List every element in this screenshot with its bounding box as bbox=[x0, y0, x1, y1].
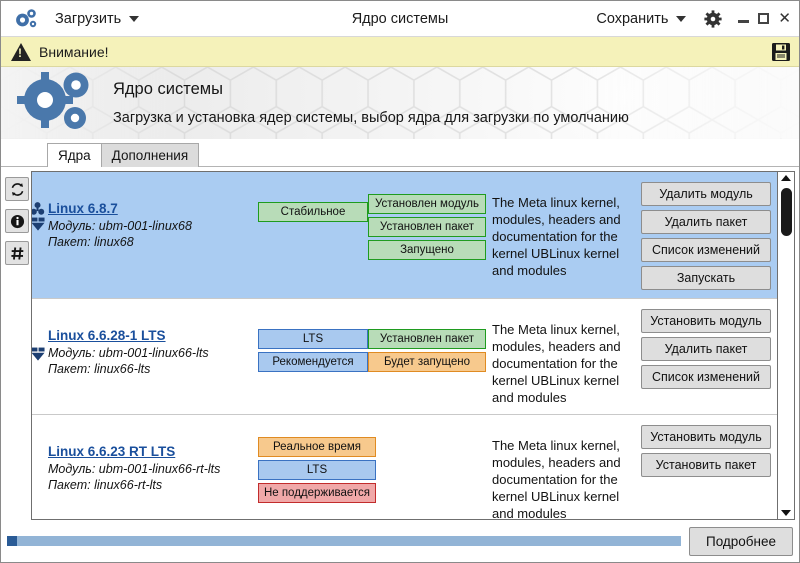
tab-bar: Ядра Дополнения bbox=[1, 139, 799, 168]
kernel-state-badges: Установлен пакет Будет запущено bbox=[368, 307, 486, 372]
kernel-package-label: Пакет: linux66-rt-lts bbox=[48, 478, 163, 492]
kernel-actions: Установить модуль Удалить пакет Список и… bbox=[641, 307, 771, 389]
install-module-button[interactable]: Установить модуль bbox=[641, 309, 771, 333]
kernel-list: Linux 6.8.7 Модуль: ubm-001-linux68 Паке… bbox=[32, 172, 777, 519]
warning-triangle-icon bbox=[11, 42, 31, 61]
kernel-actions: Установить модуль Установить пакет bbox=[641, 423, 771, 477]
title-bar-right: Сохранить bbox=[590, 8, 793, 30]
kernel-status-badges: Реальное время LTS Не поддерживается bbox=[258, 423, 376, 503]
status-badge: Установлен пакет bbox=[368, 329, 486, 349]
save-menu-label: Сохранить bbox=[596, 10, 669, 27]
settings-gear-icon[interactable] bbox=[704, 9, 723, 28]
status-badge: Реальное время bbox=[258, 437, 376, 457]
banner-title: Ядро системы bbox=[113, 80, 223, 98]
changelog-button[interactable]: Список изменений bbox=[641, 238, 771, 262]
kernel-status-badges: Стабильное bbox=[258, 180, 368, 222]
status-badge: Запущено bbox=[368, 240, 486, 260]
kernel-actions: Удалить модуль Удалить пакет Список изме… bbox=[641, 180, 771, 290]
chevron-down-icon bbox=[129, 15, 140, 22]
refresh-icon bbox=[11, 182, 23, 196]
app-gears-icon bbox=[13, 7, 39, 31]
hexagon-pattern-decoration bbox=[1, 67, 799, 139]
status-badge: Установлен пакет bbox=[368, 217, 486, 237]
maximize-icon[interactable] bbox=[758, 13, 770, 24]
package-icon bbox=[32, 217, 45, 231]
scroll-up-arrow-icon[interactable] bbox=[781, 175, 791, 181]
kernel-state-badges: Установлен модуль Установлен пакет Запущ… bbox=[368, 180, 486, 260]
changelog-button[interactable]: Список изменений bbox=[641, 365, 771, 389]
side-toolbar bbox=[3, 171, 31, 520]
banner-text-block: Ядро системы Загрузка и установка ядер с… bbox=[113, 80, 629, 126]
remove-package-button[interactable]: Удалить пакет bbox=[641, 337, 771, 361]
floppy-save-icon[interactable] bbox=[771, 42, 791, 62]
package-icon bbox=[32, 347, 45, 361]
status-badge: Рекомендуется bbox=[258, 352, 368, 372]
progress-bar-fill bbox=[7, 536, 17, 546]
kernel-status-badges: LTS Рекомендуется bbox=[258, 307, 368, 372]
table-row[interactable]: Linux 6.8.7 Модуль: ubm-001-linux68 Паке… bbox=[32, 172, 777, 299]
status-badge: Будет запущено bbox=[368, 352, 486, 372]
status-badge: Не поддерживается bbox=[258, 483, 376, 503]
minimize-icon[interactable] bbox=[738, 20, 750, 23]
hash-button[interactable] bbox=[5, 241, 29, 265]
remove-package-button[interactable]: Удалить пакет bbox=[641, 210, 771, 234]
kernel-list-frame: Linux 6.8.7 Модуль: ubm-001-linux68 Паке… bbox=[31, 171, 795, 520]
status-bar: Подробнее bbox=[1, 520, 799, 562]
run-button[interactable]: Запускать bbox=[641, 266, 771, 290]
main-body: Linux 6.8.7 Модуль: ubm-001-linux68 Паке… bbox=[1, 167, 799, 520]
kernel-name-link[interactable]: Linux 6.6.23 RT LTS bbox=[48, 444, 176, 459]
page-banner: Ядро системы Загрузка и установка ядер с… bbox=[1, 67, 799, 139]
vertical-scrollbar[interactable] bbox=[777, 172, 794, 519]
hash-icon bbox=[10, 246, 23, 260]
kernel-icons bbox=[32, 347, 48, 361]
kernel-package-label: Пакет: linux66-lts bbox=[48, 362, 151, 376]
window-controls: ✕ bbox=[738, 10, 791, 27]
tab-kernels[interactable]: Ядра bbox=[47, 143, 102, 168]
status-badge: LTS bbox=[258, 329, 368, 349]
kernel-name-link[interactable]: Linux 6.6.28-1 LTS bbox=[48, 328, 166, 343]
kernel-state-badges bbox=[376, 423, 486, 437]
info-icon bbox=[10, 214, 24, 228]
module-icon bbox=[32, 202, 45, 215]
chevron-down-icon bbox=[676, 15, 687, 22]
banner-gears-icon bbox=[15, 70, 101, 136]
kernel-module-label: Модуль: ubm-001-linux68 bbox=[48, 219, 192, 233]
install-module-button[interactable]: Установить модуль bbox=[641, 425, 771, 449]
refresh-button[interactable] bbox=[5, 177, 29, 201]
remove-module-button[interactable]: Удалить модуль bbox=[641, 182, 771, 206]
scroll-down-arrow-icon[interactable] bbox=[781, 510, 791, 516]
kernel-description: The Meta linux kernel, modules, headers … bbox=[492, 438, 621, 519]
banner-subtitle: Загрузка и установка ядер системы, выбор… bbox=[113, 110, 629, 126]
kernel-identity: Linux 6.8.7 Модуль: ubm-001-linux68 Паке… bbox=[32, 180, 258, 250]
install-package-button[interactable]: Установить пакет bbox=[641, 453, 771, 477]
table-row[interactable]: Linux 6.6.23 RT LTS Модуль: ubm-001-linu… bbox=[32, 415, 777, 519]
status-badge: Стабильное bbox=[258, 202, 368, 222]
kernel-icons bbox=[32, 202, 48, 231]
info-button[interactable] bbox=[5, 209, 29, 233]
scrollbar-track[interactable] bbox=[778, 184, 794, 507]
load-menu-label: Загрузить bbox=[55, 10, 122, 27]
title-bar-left: Загрузить bbox=[7, 7, 145, 31]
kernel-description: The Meta linux kernel, modules, headers … bbox=[492, 195, 621, 278]
kernel-module-label: Модуль: ubm-001-linux66-rt-lts bbox=[48, 462, 221, 476]
kernel-module-label: Модуль: ubm-001-linux66-lts bbox=[48, 346, 209, 360]
load-menu-button[interactable]: Загрузить bbox=[49, 8, 145, 30]
kernel-package-label: Пакет: linux68 bbox=[48, 235, 134, 249]
kernel-identity: Linux 6.6.23 RT LTS Модуль: ubm-001-linu… bbox=[40, 423, 258, 493]
warning-bar: Внимание! bbox=[1, 37, 799, 67]
table-row[interactable]: Linux 6.6.28-1 LTS Модуль: ubm-001-linux… bbox=[32, 299, 777, 415]
warning-text: Внимание! bbox=[39, 43, 109, 60]
scrollbar-thumb[interactable] bbox=[781, 188, 792, 236]
close-icon[interactable]: ✕ bbox=[778, 10, 791, 27]
kernel-identity: Linux 6.6.28-1 LTS Модуль: ubm-001-linux… bbox=[32, 307, 258, 377]
save-menu-button[interactable]: Сохранить bbox=[590, 8, 692, 30]
details-button[interactable]: Подробнее bbox=[688, 526, 793, 556]
progress-bar bbox=[7, 536, 681, 546]
kernel-name-link[interactable]: Linux 6.8.7 bbox=[48, 201, 118, 216]
title-bar: Загрузить Ядро системы Сохранить bbox=[1, 1, 799, 37]
status-badge: Установлен модуль bbox=[368, 194, 486, 214]
tab-extras[interactable]: Дополнения bbox=[100, 143, 200, 167]
status-badge: LTS bbox=[258, 460, 376, 480]
kernel-description: The Meta linux kernel, modules, headers … bbox=[492, 322, 621, 405]
